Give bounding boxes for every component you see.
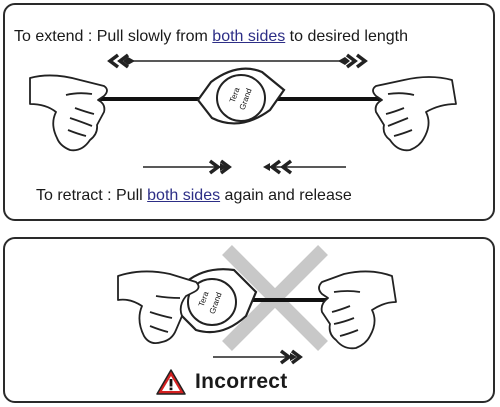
incorrect-label-row: Incorrect [155,368,288,396]
bottom-left-hand-icon [117,270,200,345]
retract-suffix: again and release [220,187,352,204]
bottom-tape-line [246,298,336,302]
extend-link: both sides [212,28,286,45]
extend-suffix: to desired length [285,28,408,45]
bottom-right-hand-icon [318,270,397,350]
incorrect-label: Incorrect [195,370,288,393]
extend-instruction: To extend : Pull slowly from both sides … [14,28,408,46]
bottom-pull-arrow [213,349,303,365]
tape-reel-icon: Tera Grand [196,67,286,125]
left-hand-icon [29,74,108,152]
extend-prefix: To extend : Pull slowly from [14,28,213,45]
retract-instruction: To retract : Pull both sides again and r… [36,187,352,205]
right-hand-icon [372,76,457,152]
retract-prefix: To retract : Pull [36,187,148,204]
extend-double-arrow [107,53,368,69]
retract-link: both sides [147,187,221,204]
retract-arrow-right [143,159,232,175]
warning-triangle-icon [156,369,186,395]
retract-arrow-left [263,159,346,175]
